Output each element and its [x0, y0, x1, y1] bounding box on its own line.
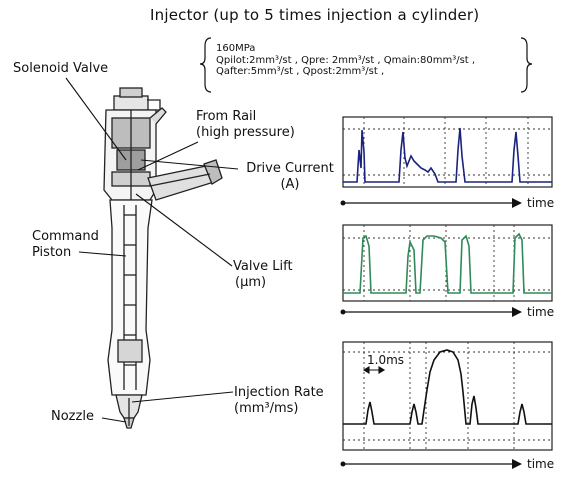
- leader-lines: [65, 77, 239, 423]
- chart-grid-drive-current: [343, 117, 552, 187]
- time-axis-drive-current: [340, 198, 522, 208]
- chart-frame-drive-current: [342, 116, 553, 188]
- label-command-piston: Command Piston: [32, 229, 99, 261]
- conditions-right-bracket: [520, 37, 533, 93]
- label-valve-lift-line2: (μm): [235, 275, 267, 290]
- label-drive-current: Drive Current (A): [240, 161, 340, 193]
- label-command-piston-line1: Command: [32, 229, 99, 244]
- label-solenoid-valve: Solenoid Valve: [13, 61, 109, 76]
- chart-grid-injection-rate: [343, 342, 552, 450]
- chart-drive-current: [340, 116, 553, 208]
- condition-pressure: 160MPa: [216, 43, 256, 54]
- leader-from-rail: [137, 141, 199, 171]
- label-command-piston-line2: Piston: [32, 245, 72, 260]
- label-nozzle: Nozzle: [51, 409, 94, 424]
- leader-valve-lift: [135, 193, 233, 267]
- chart-frame-valve-lift: [342, 224, 553, 302]
- conditions-left-bracket: [199, 37, 212, 93]
- leader-injection-rate: [131, 391, 234, 403]
- label-from-rail: From Rail (high pressure): [196, 109, 295, 141]
- label-from-rail-line2: (high pressure): [196, 125, 295, 140]
- label-injection-rate-line2: (mm³/ms): [234, 401, 299, 416]
- diagram-title: Injector (up to 5 times injection a cyli…: [150, 6, 480, 24]
- injector-drawing: [103, 87, 223, 429]
- test-conditions: 160MPa Qpilot:2mm³/st , Qpre: 2mm³/st , …: [216, 43, 475, 78]
- signal-injection-rate: [343, 349, 552, 425]
- label-injection-rate-line1: Injection Rate: [234, 385, 324, 400]
- chart-injection-rate: [340, 341, 553, 469]
- label-injection-rate: Injection Rate (mm³/ms): [234, 385, 324, 417]
- signal-valve-lift: [343, 232, 552, 294]
- time-label-injection-rate: time: [527, 457, 555, 471]
- time-label-valve-lift: time: [527, 305, 555, 319]
- scale-bar-label: 1.0ms: [367, 353, 405, 367]
- label-valve-lift-line1: Valve Lift: [233, 259, 293, 274]
- chart-frame-injection-rate: [342, 341, 553, 451]
- signal-drive-current: [343, 127, 552, 183]
- condition-quantities-2: Qafter:5mm³/st , Qpost:2mm³/st ,: [216, 66, 385, 77]
- leader-command-piston: [78, 251, 127, 257]
- leader-drive-current: [140, 159, 239, 170]
- label-drive-current-line1: Drive Current: [246, 161, 334, 176]
- scale-bar-1ms: [362, 366, 386, 374]
- time-axis-injection-rate: [340, 459, 522, 469]
- time-label-drive-current: time: [527, 196, 555, 210]
- label-valve-lift: Valve Lift (μm): [233, 259, 293, 291]
- leader-nozzle: [101, 417, 127, 423]
- label-drive-current-line2: (A): [280, 177, 300, 192]
- label-from-rail-line1: From Rail: [196, 109, 257, 124]
- chart-valve-lift: [340, 224, 553, 317]
- condition-quantities-1: Qpilot:2mm³/st , Qpre: 2mm³/st , Qmain:8…: [216, 54, 476, 66]
- leader-solenoid-valve: [65, 77, 127, 161]
- time-axis-valve-lift: [340, 307, 522, 317]
